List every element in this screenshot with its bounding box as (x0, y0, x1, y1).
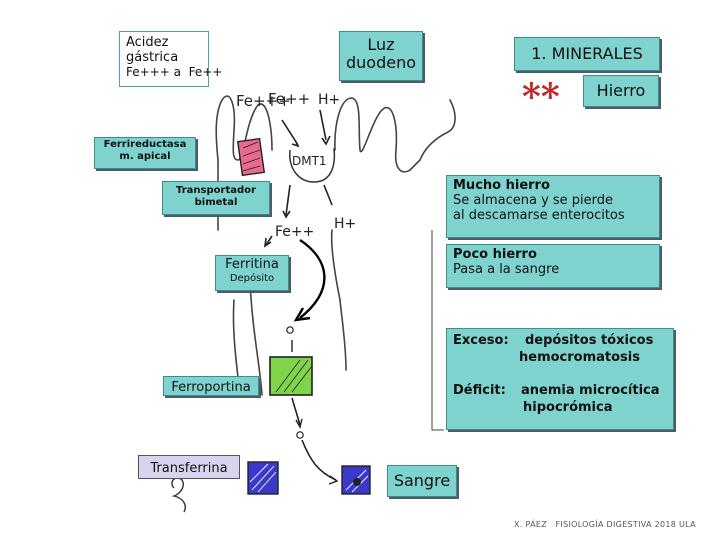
deficit-line-1: anemia microcítica (521, 383, 660, 398)
stars-icon: ** (522, 76, 560, 118)
ferrireductasa-box: Ferrireductasa m. apical (94, 137, 196, 169)
microvilli-left (215, 95, 273, 161)
acidez-box: Acidez gástrica Fe+++ a Fe++ (119, 31, 223, 87)
ferritina-box: Ferritina Depósito (215, 255, 289, 291)
ferrireductasa-line-2: m. apical (119, 150, 171, 162)
ferritina-sub: Depósito (229, 272, 275, 284)
fe-dot-2 (296, 431, 304, 439)
footer-credit: X. PÁEZ FISIOLOGÍA DIGESTIVA 2018 ULA (514, 520, 696, 529)
sangre-label: Sangre (393, 471, 451, 490)
deficit-line-2: hipocrómica (523, 400, 613, 415)
membrane-top-right (409, 99, 456, 171)
ferroportina-label: Ferroportina (171, 380, 251, 395)
title-box: 1. MINERALES (514, 37, 660, 71)
ferroportina-box: Ferroportina (163, 376, 259, 396)
acidez-line-3: Fe+++ a Fe++ (126, 64, 223, 79)
deficit-block: Déficit: anemia microcítica hipocrómica (453, 381, 667, 425)
acidez-line-2: gástrica (126, 49, 179, 65)
ferritin-arrow (265, 235, 273, 246)
h-arrow-down (323, 184, 333, 206)
poco-hierro-title: Poco hierro (453, 247, 537, 262)
dmt1-label: DMT1 (292, 154, 327, 168)
poco-hierro-box: Poco hierro Pasa a la sangre (446, 244, 660, 288)
hierro-box: Hierro (583, 75, 659, 107)
h-plus-label: H+ (318, 92, 341, 108)
fe2-label: Fe++ (268, 90, 311, 108)
transportador-line-2: bimetal (194, 196, 238, 208)
exceso-block: Exceso: depósitos tóxicos hemocromatosis (453, 333, 667, 381)
sangre-box: Sangre (387, 465, 457, 497)
transportador-line-1: Transportador (176, 185, 256, 196)
fe-bound-dot (353, 478, 361, 486)
transportador-box: Transportador bimetal (162, 181, 270, 215)
exceso-line-1: depósitos tóxicos (525, 333, 654, 348)
dmt1-transporter (289, 147, 336, 183)
h-plus-label-2: H+ (334, 216, 357, 232)
mucho-hierro-title: Mucho hierro (453, 178, 550, 193)
exceso-line-2: hemocromatosis (519, 350, 640, 365)
cell-inner-wall (330, 229, 341, 301)
mucho-hierro-line-1: Se almacena y se pierde (453, 192, 614, 208)
ferrireductasa-line-1: Ferrireductasa (103, 139, 187, 150)
fe3-label: Fe+++ (236, 92, 291, 110)
mucho-hierro-box: Mucho hierro Se almacena y se pierde al … (446, 175, 660, 238)
fe-arrow-1 (281, 119, 299, 146)
exceso-label: Exceso: (453, 333, 509, 348)
microvilli-right (334, 97, 411, 173)
poco-hierro-line: Pasa a la sangre (453, 261, 560, 277)
curved-arrow (299, 239, 326, 319)
page-title: 1. MINERALES (531, 44, 643, 63)
bracket (431, 230, 444, 431)
cell-wall-right (339, 299, 347, 371)
luz-duodeno-box: Luz duodeno (339, 31, 423, 81)
mucho-hierro-line-2: al descamarse enterocitos (453, 207, 625, 223)
transferrina-box: Transferrina (138, 455, 240, 479)
hierro-label: Hierro (596, 81, 646, 100)
luz-line-1: Luz (367, 35, 395, 54)
h-arrow (319, 109, 327, 141)
ferrireductasa-marker (236, 137, 266, 177)
deficit-label: Déficit: (453, 383, 506, 398)
squiggle (171, 477, 186, 513)
cell-wall-left-low (249, 279, 263, 396)
transferrina-label: Transferrina (150, 461, 228, 476)
exceso-deficit-box: Exceso: depósitos tóxicos hemocromatosis… (446, 328, 674, 430)
luz-line-2: duodeno (345, 53, 416, 73)
fe-arrow-down (285, 184, 291, 216)
fe-dot-1 (286, 326, 294, 334)
ferritina-label: Ferritina (225, 257, 279, 272)
acidez-line-1: Acidez (126, 35, 169, 50)
fe-inside-label: Fe++ (275, 224, 315, 240)
